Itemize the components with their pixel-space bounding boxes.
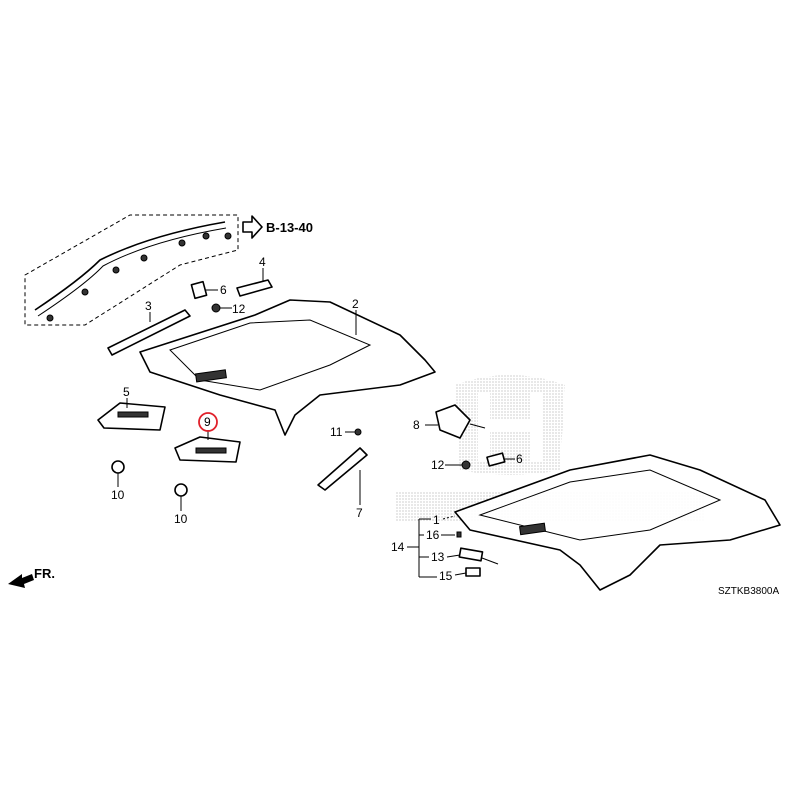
callout-4[interactable]: 4 — [259, 255, 266, 269]
reference-link-b-13-40[interactable]: B-13-40 — [266, 220, 313, 235]
callout-6[interactable]: 6 — [220, 283, 227, 297]
highlight-circle — [198, 412, 218, 432]
part-8-grab-handle — [435, 404, 471, 439]
part-3-trim — [107, 309, 191, 356]
callout-1[interactable]: 1 — [433, 513, 440, 527]
curtain-airbag-group — [24, 214, 239, 326]
part-10-holder — [111, 460, 125, 474]
front-label: FR. — [34, 566, 55, 581]
callout-16[interactable]: 16 — [426, 528, 440, 542]
part-2-headliner — [139, 299, 436, 436]
callout-5[interactable]: 5 — [123, 385, 130, 399]
part-14-headliner-assembly — [454, 454, 781, 591]
part-6-clip — [486, 452, 506, 467]
callout-2[interactable]: 2 — [352, 297, 359, 311]
callout-15[interactable]: 15 — [439, 569, 453, 583]
part-10-holder — [174, 483, 188, 497]
part-15-cover — [465, 567, 481, 577]
reference-arrow[interactable]: B-13-40 — [242, 215, 313, 239]
diagram-code: SZTKB3800A — [718, 586, 779, 597]
callout-10[interactable]: 10 — [111, 488, 125, 502]
callout-8[interactable]: 8 — [413, 418, 420, 432]
callout-7[interactable]: 7 — [356, 506, 363, 520]
callout-12[interactable]: 12 — [431, 458, 445, 472]
part-6-clip — [190, 280, 208, 300]
callout-14[interactable]: 14 — [391, 540, 405, 554]
part-16-clip — [456, 531, 462, 538]
part-12-screw — [211, 303, 221, 313]
callout-3[interactable]: 3 — [145, 299, 152, 313]
callout-6[interactable]: 6 — [516, 452, 523, 466]
part-12-screw — [461, 460, 471, 470]
part-11-clip — [354, 428, 362, 436]
front-arrow-icon — [8, 574, 34, 588]
callout-11[interactable]: 11 — [330, 425, 343, 439]
part-4-bracket — [236, 279, 273, 297]
callout-12[interactable]: 12 — [232, 302, 246, 316]
front-direction-indicator: FR. — [8, 566, 55, 588]
part-7-trim — [317, 447, 368, 491]
callout-9-highlighted[interactable]: 9 — [204, 415, 211, 429]
part-13-map-light — [458, 547, 484, 562]
callout-10[interactable]: 10 — [174, 512, 188, 526]
callout-13[interactable]: 13 — [431, 550, 445, 564]
